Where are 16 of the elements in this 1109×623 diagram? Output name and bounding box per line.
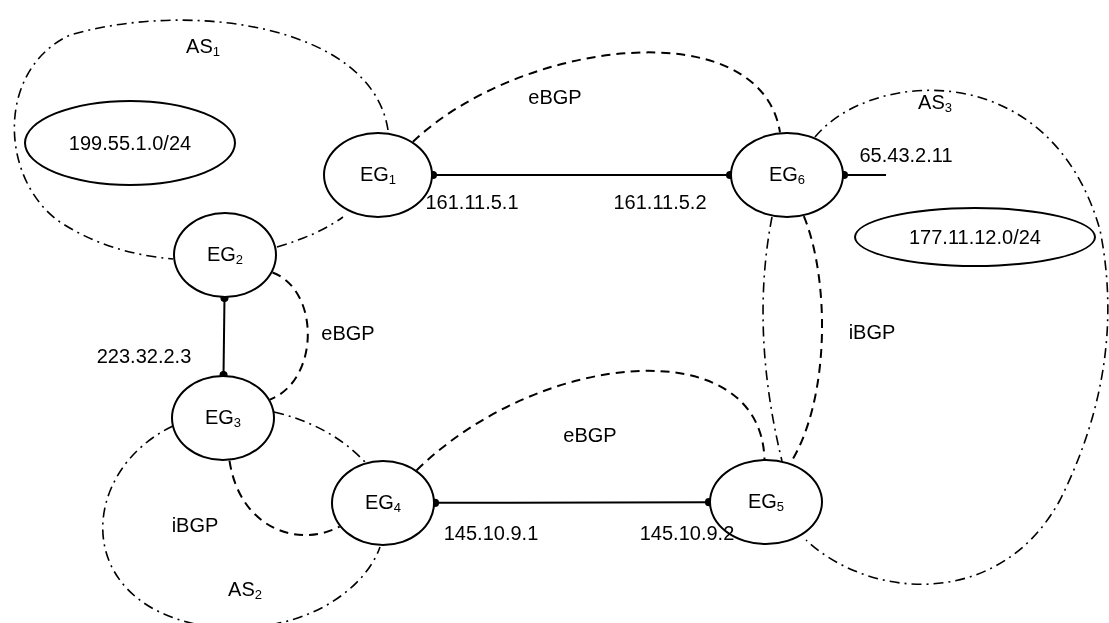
dashed-connector [411,51,781,143]
router-ellipse: EG$_{3}$ [171,375,275,461]
router-ellipse: EG$_{6}$ [730,132,844,218]
router-ellipse: EG$_{4}$ [331,460,435,546]
address-label: 145.10.9.1 [443,521,539,545]
address-label: AS$_{3}$ [918,91,952,115]
dashed-connector [415,370,766,472]
network-ellipse: 177.11.12.0/24 [854,207,1096,267]
address-label: 161.11.5.2 [613,190,707,214]
address-label: 65.43.2.11 [859,143,953,167]
address-label: AS$_{1}$ [186,35,220,59]
address-label: 223.32.2.3 [96,344,192,368]
router-ellipse: EG$_{2}$ [173,212,277,298]
address-label: AS$_{2}$ [228,578,262,602]
network-ellipse: 199.55.1.0/24 [24,100,236,186]
dashed-connector [269,271,309,401]
